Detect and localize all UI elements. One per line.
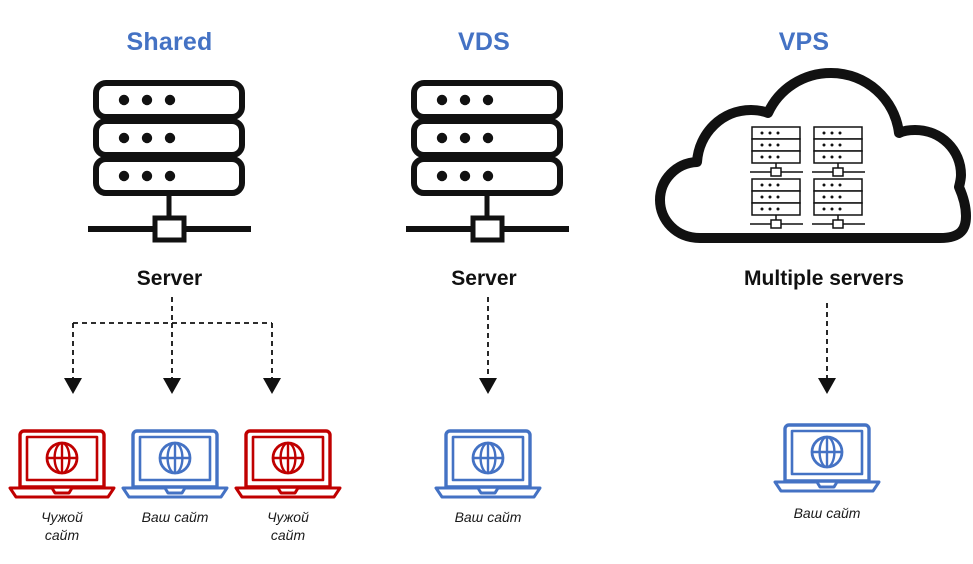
site-caption-line1: Ваш сайт: [141, 509, 209, 525]
site-caption-line1: Ваш сайт: [454, 509, 522, 525]
column-title-shared: Shared: [126, 28, 213, 56]
cloud-servers-vps[interactable]: [658, 70, 968, 242]
site-caption-line1: Чужой: [41, 509, 83, 525]
arrowhead-vps: [818, 378, 836, 394]
server-rack-vds[interactable]: [404, 80, 572, 242]
site-caption-line2: сайт: [44, 527, 80, 543]
laptop-vds-1[interactable]: [434, 428, 542, 500]
site-caption-shared-3: Чужой сайт: [238, 508, 338, 544]
site-caption-line1: Ваш сайт: [793, 505, 861, 521]
hardware-label-vds: Server: [451, 267, 517, 290]
site-caption-line2: сайт: [270, 527, 306, 543]
laptop-vps-1[interactable]: [773, 422, 881, 494]
server-rack-shared[interactable]: [86, 80, 254, 242]
arrowheads-shared: [64, 378, 281, 394]
column-title-vds: VDS: [457, 28, 510, 56]
hardware-label-vps: Multiple servers: [744, 267, 904, 290]
hardware-label-shared: Server: [136, 267, 203, 290]
arrowhead-vds: [479, 378, 497, 394]
site-caption-shared-2: Ваш сайт: [125, 508, 225, 526]
laptop-shared-3[interactable]: [234, 428, 342, 500]
connector-shared: [72, 297, 273, 378]
site-caption-line1: Чужой: [267, 509, 309, 525]
site-caption-shared-1: Чужой сайт: [12, 508, 112, 544]
site-caption-vps-1: Ваш сайт: [777, 504, 877, 522]
site-caption-vds-1: Ваш сайт: [438, 508, 538, 526]
laptop-shared-2[interactable]: [121, 428, 229, 500]
column-title-vps: VPS: [778, 28, 830, 56]
laptop-shared-1[interactable]: [8, 428, 116, 500]
